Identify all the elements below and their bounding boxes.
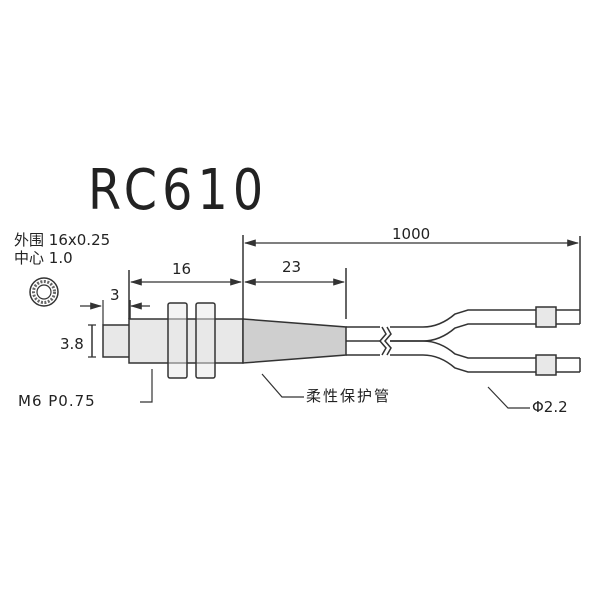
outer-value: 16x0.25	[48, 231, 111, 249]
nut-1	[167, 302, 188, 379]
body-length-label: 16	[172, 260, 192, 278]
flexible-sleeve	[242, 318, 347, 364]
sleeve-length-label: 23	[282, 258, 302, 276]
cable-branch-top	[390, 309, 580, 328]
fiber-bundle-icon	[29, 277, 59, 307]
center-spec: 中心 1.0	[14, 247, 73, 268]
model-title: RC610	[88, 158, 269, 223]
tip-length-label: 3	[110, 286, 120, 304]
cable-branch-bottom	[390, 340, 580, 359]
tip-diameter-label: 3.8	[60, 335, 84, 353]
ferrule-top	[535, 306, 557, 328]
outer-spec: 外围 16x0.25	[14, 229, 110, 250]
nut-2	[195, 302, 216, 379]
thread-callout: M6 P0.75	[18, 392, 96, 410]
cable-diameter-callout: Φ2.2	[532, 398, 568, 416]
cable	[346, 326, 380, 356]
total-length-label: 1000	[392, 225, 431, 243]
sensor-tip	[102, 324, 131, 358]
center-value: 1.0	[48, 249, 73, 267]
sleeve-callout: 柔性保护管	[306, 387, 392, 405]
ferrule-bottom	[535, 354, 557, 376]
outer-label: 外围	[14, 231, 45, 249]
center-label: 中心	[14, 249, 45, 267]
